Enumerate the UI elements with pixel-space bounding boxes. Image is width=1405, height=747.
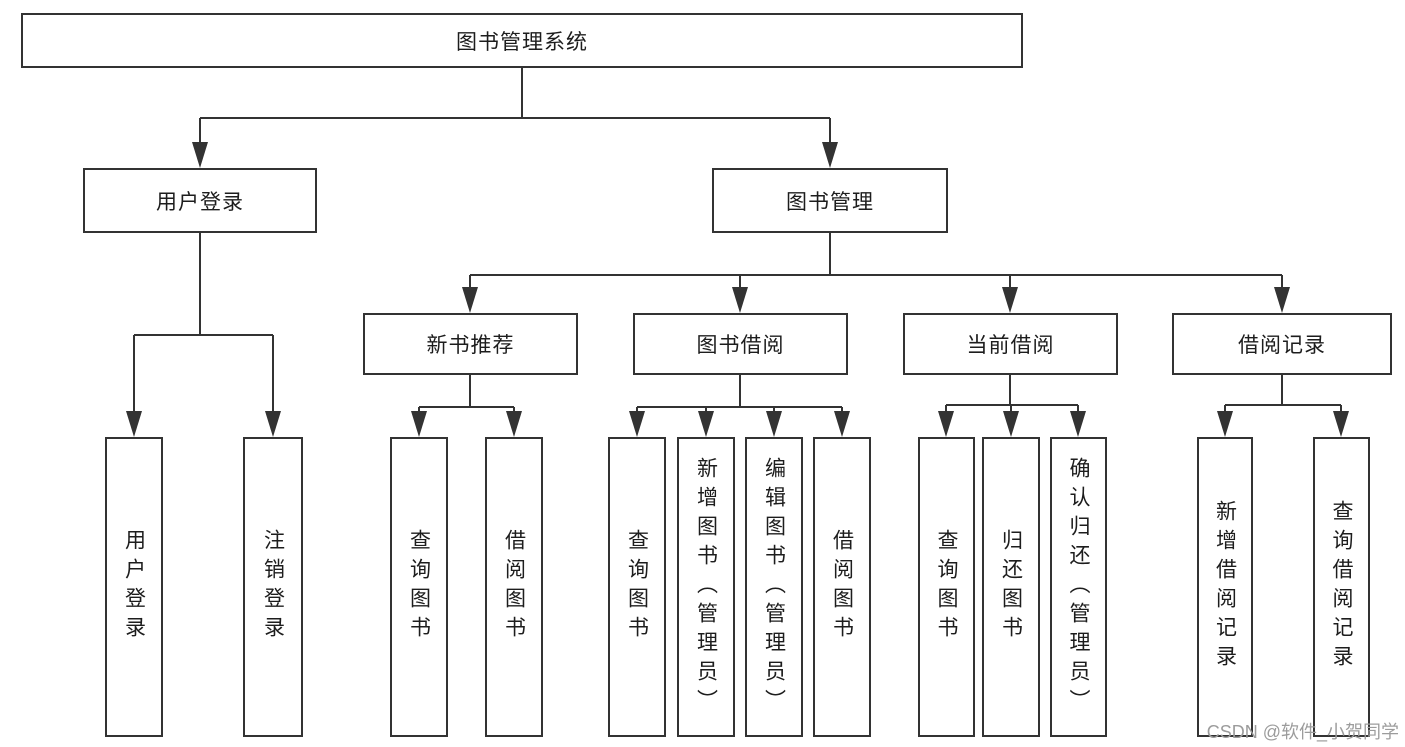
node-new-book-recommend: 新书推荐 <box>363 313 578 375</box>
leaf-edit-books-admin: 编辑图书（管理员） <box>745 437 803 737</box>
leaf-query-borrow-record: 查询借阅记录 <box>1313 437 1370 737</box>
node-user-login: 用户登录 <box>83 168 317 233</box>
leaf-return-books: 归还图书 <box>982 437 1040 737</box>
leaf-logout: 注销登录 <box>243 437 303 737</box>
leaf-user-login: 用户登录 <box>105 437 163 737</box>
leaf-query-books-2: 查询图书 <box>608 437 666 737</box>
leaf-add-books-admin: 新增图书（管理员） <box>677 437 735 737</box>
node-book-borrow: 图书借阅 <box>633 313 848 375</box>
node-borrow-record: 借阅记录 <box>1172 313 1392 375</box>
leaf-add-borrow-record: 新增借阅记录 <box>1197 437 1253 737</box>
node-current-borrow: 当前借阅 <box>903 313 1118 375</box>
node-book-management: 图书管理 <box>712 168 948 233</box>
leaf-query-books-3: 查询图书 <box>918 437 975 737</box>
leaf-borrow-books-1: 借阅图书 <box>485 437 543 737</box>
node-root: 图书管理系统 <box>21 13 1023 68</box>
leaf-borrow-books-2: 借阅图书 <box>813 437 871 737</box>
watermark: CSDN @软件_小贺同学 <box>1206 722 1399 742</box>
leaf-confirm-return-admin: 确认归还（管理员） <box>1050 437 1107 737</box>
leaf-query-books-1: 查询图书 <box>390 437 448 737</box>
